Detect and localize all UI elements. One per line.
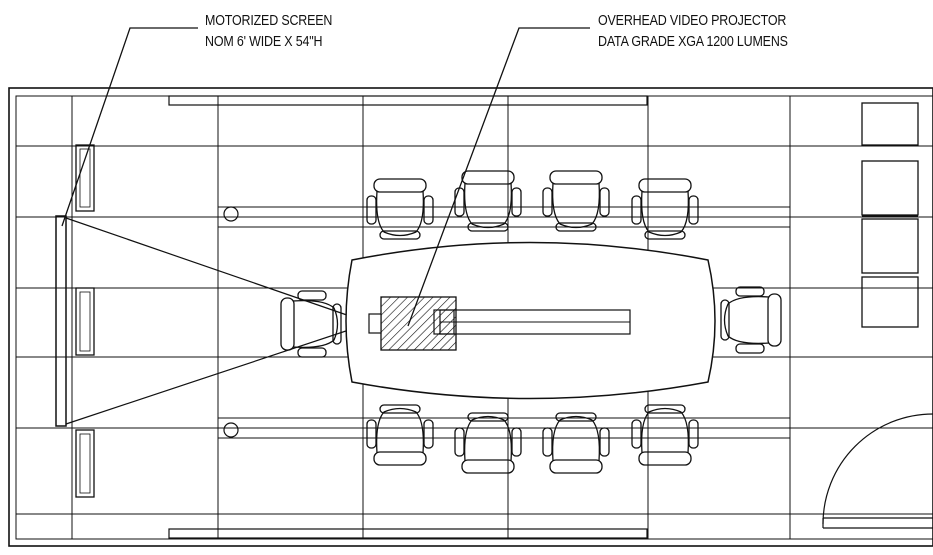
motorized-screen (55, 215, 67, 427)
door-swing (822, 413, 933, 529)
motorized-screen-callout-line2: NOM 6' WIDE X 54"H (205, 34, 323, 50)
projector-callout: OVERHEAD VIDEO PROJECTOR DATA GRADE XGA … (598, 11, 788, 53)
projection-cone (65, 217, 371, 425)
motorized-screen-callout: MOTORIZED SCREEN NOM 6' WIDE X 54"H (205, 11, 332, 53)
callout-leaders (61, 27, 590, 327)
motorized-screen-callout-line1: MOTORIZED SCREEN (205, 13, 333, 29)
right-wall-cabinets (861, 102, 919, 328)
wall-ledges (168, 95, 790, 539)
projector-callout-line1: OVERHEAD VIDEO PROJECTOR (598, 13, 787, 29)
projector-callout-line2: DATA GRADE XGA 1200 LUMENS (598, 34, 788, 50)
left-wall-fixtures (75, 144, 95, 498)
